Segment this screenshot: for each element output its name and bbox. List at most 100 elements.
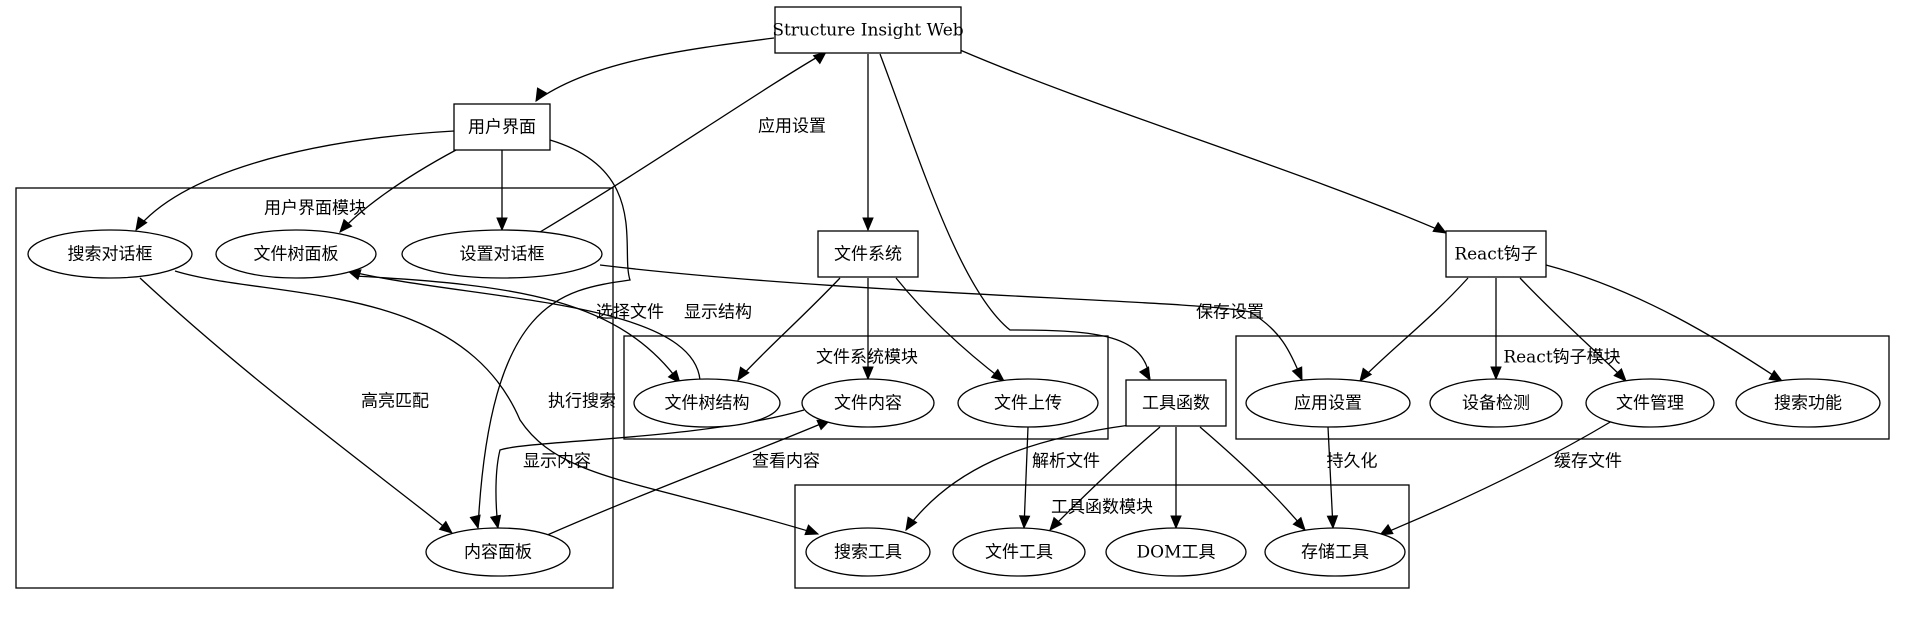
cluster-label: React钩子模块	[1503, 348, 1620, 368]
node-ellipse	[1245, 378, 1411, 428]
node-ellipse	[1105, 527, 1247, 577]
cluster-box	[794, 484, 1410, 589]
node-ellipse	[425, 527, 571, 577]
node-box	[1445, 230, 1547, 278]
node-app-settings[interactable]: 应用设置	[1245, 378, 1411, 428]
edge-line	[1327, 426, 1334, 529]
edge-line	[139, 277, 453, 534]
edge-labels-layer: 应用设置选择文件显示结构高亮匹配执行搜索显示内容查看内容保存设置解析文件持久化缓…	[361, 117, 1622, 472]
node-label: 设置对话框	[460, 245, 545, 265]
edge-line	[174, 270, 819, 535]
edge-label: 显示结构	[684, 303, 752, 323]
cluster-label: 文件系统模块	[816, 348, 918, 368]
node-search-tool[interactable]: 搜索工具	[805, 527, 931, 577]
node-ellipse	[401, 229, 603, 279]
node-ui[interactable]: 用户界面	[453, 103, 551, 151]
edge-line	[879, 53, 1151, 381]
node-ellipse	[952, 527, 1086, 577]
node-label: 设备检测	[1462, 394, 1530, 414]
arrowhead	[1768, 369, 1784, 382]
node-label: 工具函数	[1142, 394, 1210, 414]
edge-label: 执行搜索	[548, 392, 616, 412]
node-hooks[interactable]: React钩子	[1445, 230, 1547, 278]
node-ellipse	[633, 378, 781, 428]
edge-line	[959, 49, 1447, 234]
node-label: 用户界面	[468, 118, 536, 138]
node-label: React钩子	[1454, 245, 1537, 265]
edge-label: 持久化	[1327, 452, 1378, 472]
edge-file-mgmt-to-storage-tool	[1378, 420, 1613, 536]
edge-fs-to-file-upload	[895, 277, 1006, 382]
node-file-upload[interactable]: 文件上传	[957, 378, 1099, 428]
node-ellipse	[805, 527, 931, 577]
node-label: 文件系统	[834, 245, 902, 265]
node-label: 应用设置	[1294, 394, 1362, 414]
arrowhead	[496, 217, 508, 232]
node-root[interactable]: Structure Insight Web	[772, 6, 964, 54]
cluster-fs-mod: 文件系统模块	[623, 335, 1109, 440]
node-label: 文件管理	[1616, 394, 1684, 414]
node-dom-tool[interactable]: DOM工具	[1105, 527, 1247, 577]
node-ellipse	[1429, 378, 1563, 428]
node-box	[774, 6, 962, 54]
arrowhead	[1613, 367, 1627, 382]
node-file-tool[interactable]: 文件工具	[952, 527, 1086, 577]
arrowhead	[667, 369, 681, 385]
edge-tree-panel-to-tree-struct	[353, 275, 681, 385]
node-label: 文件上传	[994, 394, 1062, 414]
edge-line	[1519, 277, 1627, 382]
arrowhead	[1291, 366, 1303, 382]
arrowhead	[339, 218, 353, 233]
arrowhead	[1018, 515, 1031, 530]
arrowhead	[135, 216, 148, 232]
edge-content-panel-to-file-content	[544, 419, 832, 537]
node-search-func[interactable]: 搜索功能	[1735, 378, 1881, 428]
arrowhead	[1049, 516, 1063, 531]
arrowhead	[1138, 366, 1151, 382]
arrowhead	[1326, 515, 1339, 530]
cluster-util-mod: 工具函数模块	[794, 484, 1410, 589]
node-label: DOM工具	[1137, 543, 1216, 563]
arrowhead	[737, 366, 750, 382]
node-storage-tool[interactable]: 存储工具	[1264, 527, 1406, 577]
node-settings-dlg[interactable]: 设置对话框	[401, 229, 603, 279]
node-tree-struct[interactable]: 文件树结构	[633, 378, 781, 428]
node-label: 文件树面板	[254, 245, 339, 265]
edge-label: 查看内容	[752, 452, 820, 472]
node-ellipse	[27, 229, 193, 279]
cluster-box	[623, 335, 1109, 440]
edge-label: 高亮匹配	[361, 392, 429, 412]
edge-line	[905, 424, 1131, 531]
node-content-panel[interactable]: 内容面板	[425, 527, 571, 577]
cluster-box	[1235, 335, 1890, 440]
edge-line	[339, 149, 457, 233]
node-label: 存储工具	[1301, 543, 1369, 563]
node-file-content[interactable]: 文件内容	[801, 378, 935, 428]
node-device-detect[interactable]: 设备检测	[1429, 378, 1563, 428]
edge-hooks-to-device-detect	[1490, 278, 1502, 381]
edge-line	[135, 130, 455, 231]
edge-utils-to-storage-tool	[1199, 426, 1306, 531]
node-fs[interactable]: 文件系统	[817, 230, 919, 278]
arrowhead	[1170, 515, 1182, 530]
edge-root-to-hooks	[959, 49, 1448, 234]
arrowhead	[1292, 516, 1306, 531]
arrowhead	[489, 514, 502, 530]
node-utils[interactable]: 工具函数	[1125, 379, 1227, 427]
node-label: Structure Insight Web	[772, 21, 963, 41]
arrowhead	[812, 51, 828, 65]
node-search-dlg[interactable]: 搜索对话框	[27, 229, 193, 279]
node-ellipse	[1735, 378, 1881, 428]
arrowhead	[1490, 366, 1502, 381]
edge-root-to-ui	[535, 37, 775, 103]
edge-line	[347, 270, 701, 381]
edge-label: 选择文件	[596, 303, 664, 323]
edge-fs-to-tree-struct	[737, 277, 841, 382]
edge-line	[1049, 426, 1161, 531]
edge-root-to-fs	[862, 54, 874, 232]
node-tree-panel[interactable]: 文件树面板	[215, 229, 377, 279]
node-file-mgmt[interactable]: 文件管理	[1585, 378, 1715, 428]
